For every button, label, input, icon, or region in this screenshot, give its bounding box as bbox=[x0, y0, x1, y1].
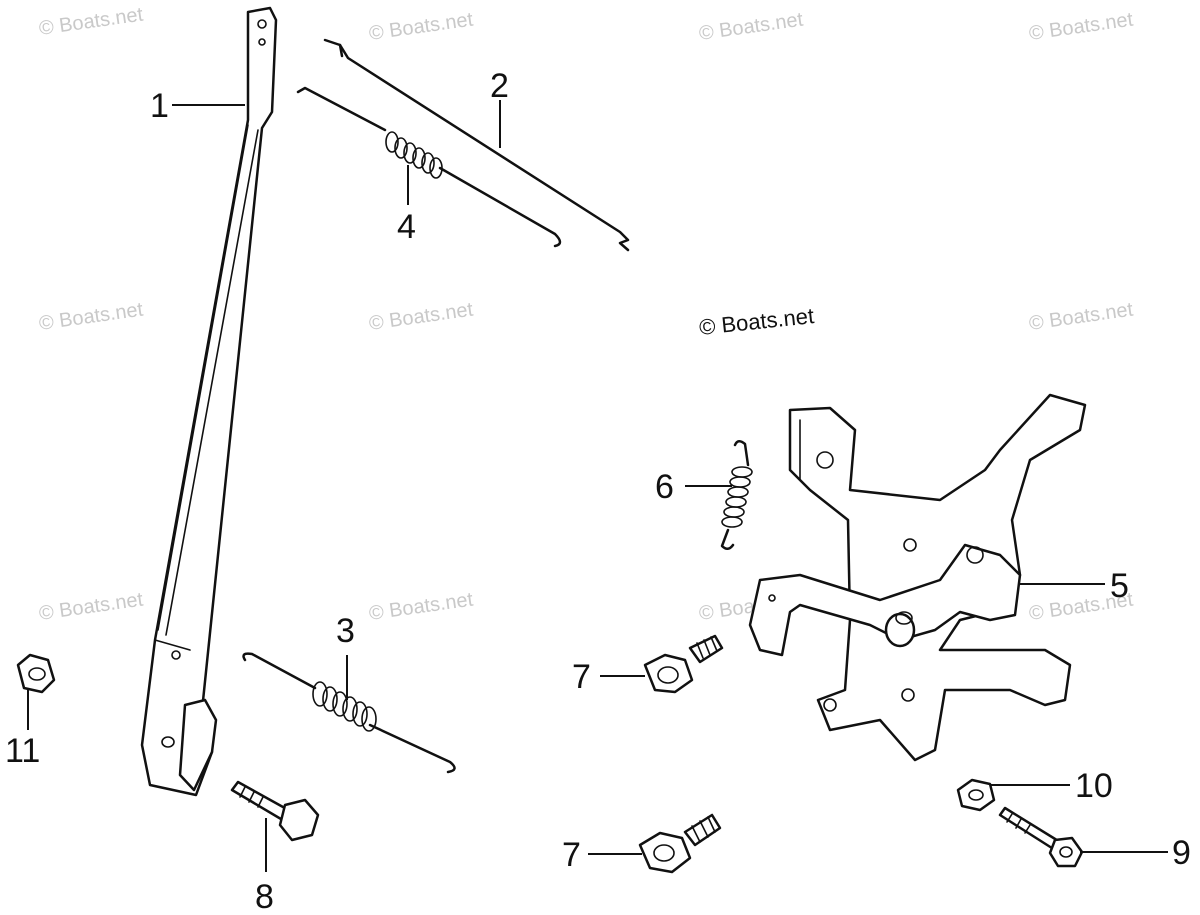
leader-lines bbox=[27, 100, 1168, 872]
watermark-1: © Boats.net bbox=[38, 4, 145, 40]
callout-7b: 7 bbox=[562, 836, 581, 874]
callout-8: 8 bbox=[255, 878, 274, 915]
spring-4-coils bbox=[385, 131, 443, 179]
part-3-spring bbox=[242, 652, 456, 774]
watermark-2: © Boats.net bbox=[368, 9, 475, 45]
part-10-nut bbox=[956, 778, 996, 812]
part-2-rod bbox=[323, 38, 630, 252]
callout-3: 3 bbox=[336, 612, 355, 650]
watermark-3: © Boats.net bbox=[698, 9, 805, 45]
spring-6-coils bbox=[721, 466, 753, 528]
callout-labels: 1 2 3 4 5 6 7 7 8 9 10 11 bbox=[5, 67, 1191, 915]
part-5-control-base bbox=[748, 393, 1087, 762]
copyright-label: © Boats.net bbox=[698, 303, 815, 340]
watermark-8: © Boats.net bbox=[38, 589, 145, 625]
callout-6: 6 bbox=[655, 468, 674, 506]
part-8-bolt bbox=[230, 780, 320, 842]
callout-1: 1 bbox=[150, 87, 169, 125]
callout-2: 2 bbox=[490, 67, 509, 105]
part-7b-flange-bolt bbox=[638, 813, 722, 874]
watermark-6: © Boats.net bbox=[368, 299, 475, 335]
callout-10: 10 bbox=[1075, 767, 1113, 805]
part-11-nut bbox=[16, 653, 56, 694]
watermark-5: © Boats.net bbox=[38, 299, 145, 335]
part-4-spring-rod bbox=[296, 86, 562, 248]
part-6-spring bbox=[720, 440, 753, 550]
part-7a-flange-bolt bbox=[643, 634, 724, 694]
watermark-4: © Boats.net bbox=[1028, 9, 1135, 45]
watermark-7: © Boats.net bbox=[1028, 299, 1135, 335]
callout-5: 5 bbox=[1110, 567, 1129, 605]
callout-11: 11 bbox=[5, 732, 40, 770]
spring-3-coils bbox=[312, 681, 377, 732]
watermark-9: © Boats.net bbox=[368, 589, 475, 625]
part-9-bolt bbox=[998, 806, 1084, 868]
callout-7a: 7 bbox=[572, 658, 591, 696]
part-1-control-rod bbox=[140, 6, 278, 797]
callout-4: 4 bbox=[397, 208, 416, 246]
callout-9: 9 bbox=[1172, 834, 1191, 872]
